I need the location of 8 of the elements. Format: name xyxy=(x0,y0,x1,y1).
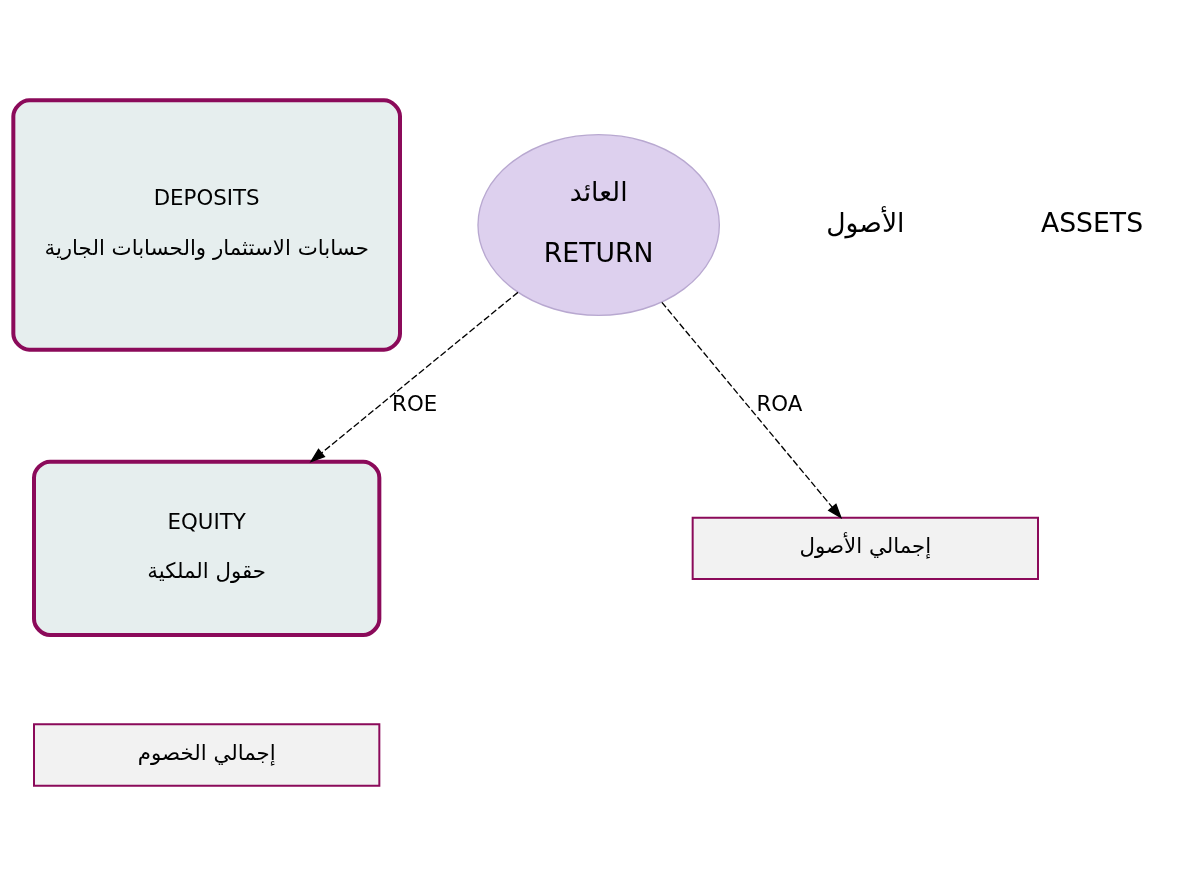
label: الأصول xyxy=(826,206,905,238)
node-box: إجمالي الأصول xyxy=(691,516,1039,580)
arrow xyxy=(661,301,843,519)
node-box: إجمالي الخصوم xyxy=(33,722,381,787)
arrow xyxy=(309,291,519,463)
edge-label: ROE xyxy=(392,390,438,416)
label: ASSETS xyxy=(1040,206,1144,238)
edge-label: ROA xyxy=(756,390,803,416)
